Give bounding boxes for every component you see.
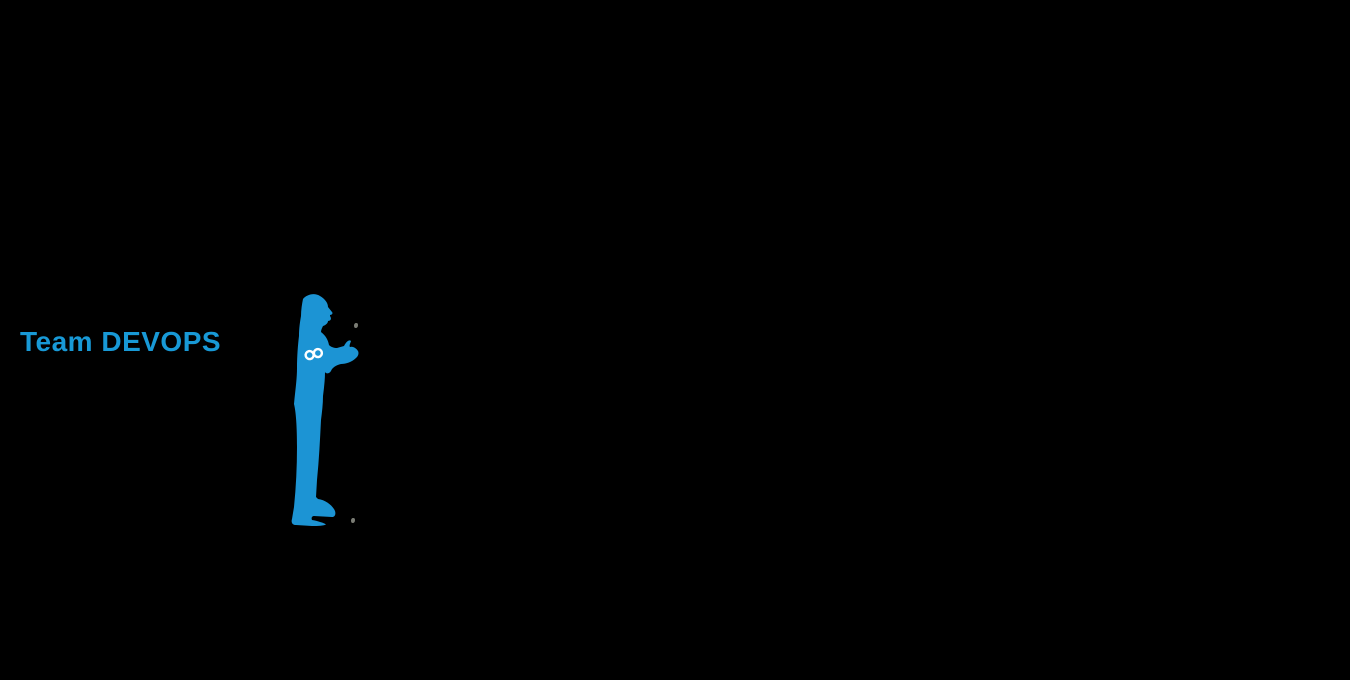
team-devops-title: Team DEVOPS (20, 326, 222, 357)
silhouette-shape (291, 294, 359, 526)
devops-person-silhouette-svg (291, 294, 359, 526)
infinity-devops-icon (304, 347, 324, 361)
devops-person-silhouette (288, 292, 360, 526)
dust-speck (351, 518, 355, 523)
dust-speck (354, 323, 358, 328)
